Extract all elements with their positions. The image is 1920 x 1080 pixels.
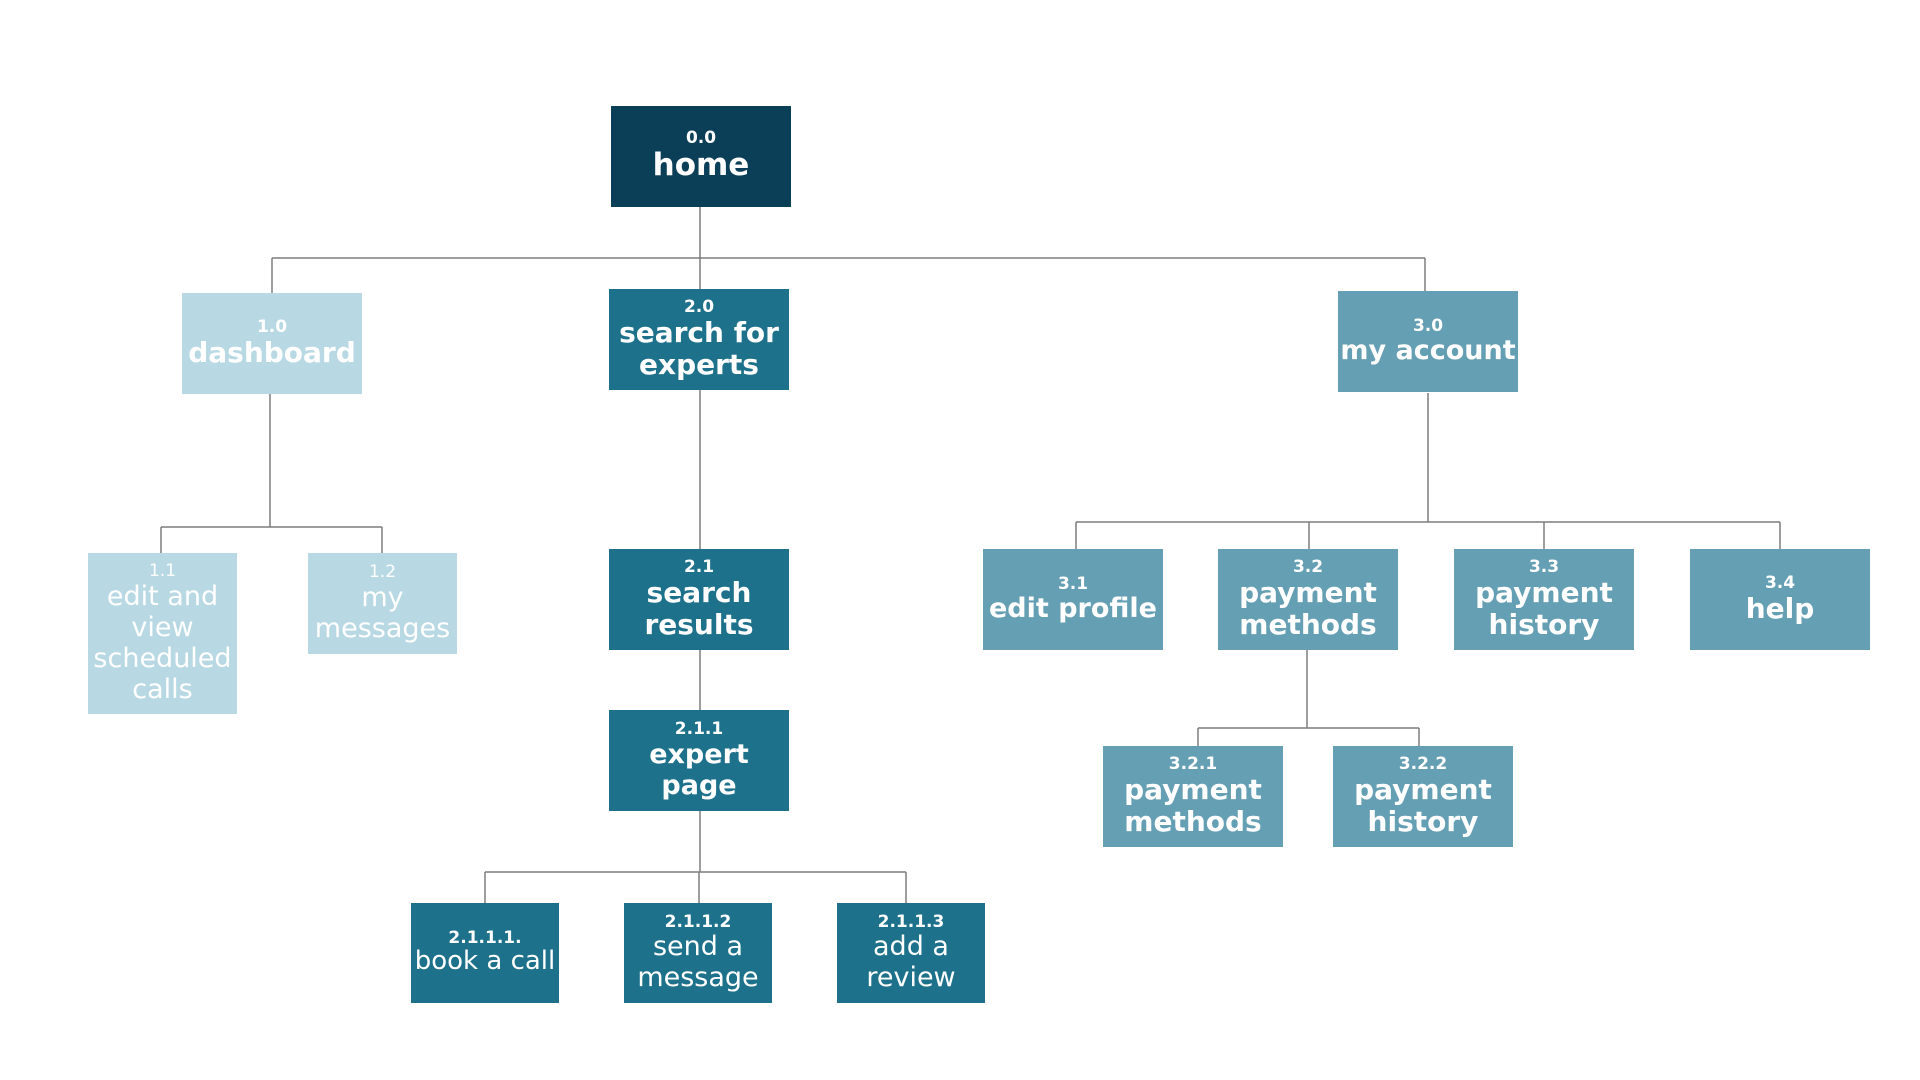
node-number: 2.1.1.1. [448, 927, 522, 948]
node-number: 3.4 [1764, 573, 1796, 594]
node-label: edit and view scheduled calls [93, 580, 232, 705]
node-label: payment history [1354, 772, 1492, 838]
node-help: 3.4 help [1690, 549, 1870, 650]
node-label: my account [1340, 335, 1516, 367]
node-number: 2.1 [683, 556, 715, 577]
node-label: help [1745, 591, 1815, 625]
node-payment-history: 3.3 payment history [1454, 549, 1634, 650]
node-label: payment methods [1124, 772, 1262, 838]
node-search-results: 2.1 search results [609, 549, 789, 650]
node-number: 0.0 [685, 128, 717, 149]
node-expert-page: 2.1.1 expert page [609, 710, 789, 811]
node-label: add a review [866, 931, 956, 994]
node-my-account: 3.0 my account [1338, 291, 1518, 392]
node-payment-methods: 3.2 payment methods [1218, 549, 1398, 650]
node-label: book a call [414, 946, 556, 977]
node-label: search for experts [619, 315, 779, 381]
node-label: home [652, 147, 750, 184]
node-edit-profile: 3.1 edit profile [983, 549, 1163, 650]
node-number: 1.2 [368, 562, 397, 583]
node-payment-history-sub: 3.2.2 payment history [1333, 746, 1513, 847]
node-search-experts: 2.0 search for experts [609, 289, 789, 390]
node-send-message: 2.1.1.2 send a message [624, 903, 772, 1003]
node-number: 3.2.2 [1398, 753, 1448, 774]
node-label: dashboard [188, 335, 356, 369]
node-book-call: 2.1.1.1. book a call [411, 903, 559, 1003]
node-number: 3.1 [1057, 573, 1089, 594]
node-edit-view-calls: 1.1 edit and view scheduled calls [88, 553, 237, 714]
node-number: 2.1.1.3 [877, 911, 945, 932]
node-number: 3.0 [1412, 315, 1444, 336]
node-number: 3.2.1 [1168, 753, 1218, 774]
node-label: send a message [637, 931, 759, 994]
node-label: payment methods [1239, 575, 1377, 641]
node-number: 2.1.1 [674, 719, 724, 740]
node-home: 0.0 home [611, 106, 791, 207]
node-my-messages: 1.2 my messages [308, 553, 457, 654]
node-number: 1.1 [148, 561, 177, 582]
node-dashboard: 1.0 dashboard [182, 293, 362, 394]
node-label: edit profile [989, 593, 1157, 625]
node-number: 3.3 [1528, 556, 1560, 577]
node-number: 2.0 [683, 296, 715, 317]
node-label: expert page [649, 738, 749, 801]
node-label: search results [644, 575, 754, 641]
node-number: 2.1.1.2 [664, 911, 732, 932]
node-label: payment history [1475, 575, 1613, 641]
node-number: 1.0 [256, 317, 288, 338]
node-add-review: 2.1.1.3 add a review [837, 903, 985, 1003]
node-payment-methods-sub: 3.2.1 payment methods [1103, 746, 1283, 847]
node-label: my messages [314, 581, 451, 644]
node-number: 3.2 [1292, 556, 1324, 577]
